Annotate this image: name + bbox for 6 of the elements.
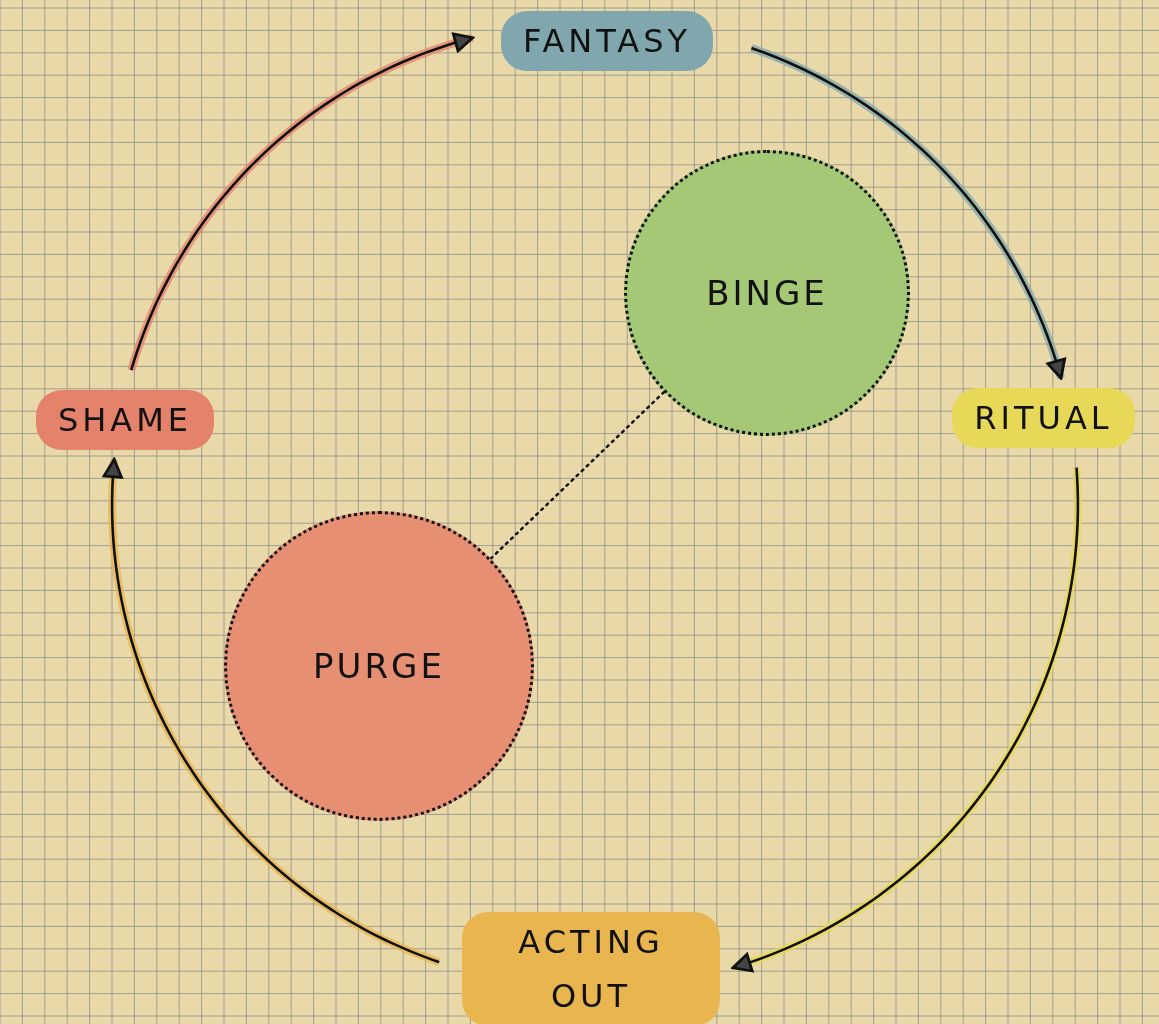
stage-label: ACTING OUT	[462, 912, 720, 1024]
stage-label: FANTASY	[500, 11, 714, 71]
stage-label: RITUAL	[952, 388, 1135, 448]
phase-name: BINGE	[706, 273, 828, 313]
phase-name: PURGE	[313, 646, 445, 686]
stage-label: SHAME	[35, 390, 215, 450]
